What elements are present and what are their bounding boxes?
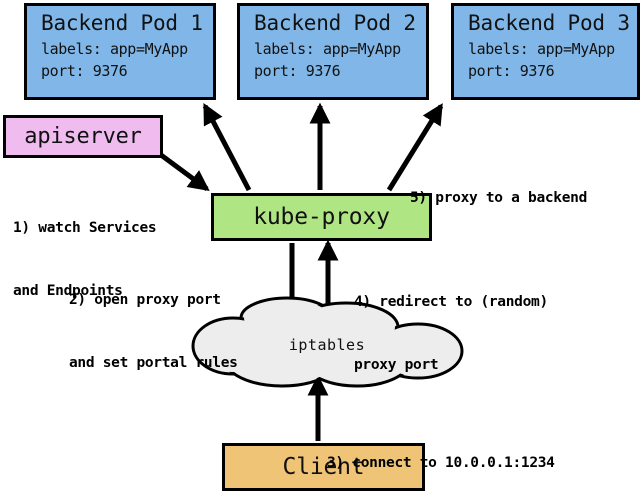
node-kube-proxy[interactable]: kube-proxy: [211, 193, 432, 241]
step-5-caption: 5) proxy to a backend: [410, 146, 587, 251]
iptables-label: iptables: [288, 336, 366, 354]
pod-3-title: Backend Pod 3: [468, 11, 630, 35]
pod-1-labels: labels: app=MyApp: [41, 40, 188, 58]
step-1-line-1: 1) watch Services: [13, 220, 157, 236]
iptables-cloud: iptables: [186, 296, 468, 390]
step-2-caption: 2) open proxy port and set portal rules: [69, 248, 238, 416]
pod-3-labels: labels: app=MyApp: [468, 40, 615, 58]
step-2-line-2: and set portal rules: [69, 355, 238, 371]
kube-proxy-label: kube-proxy: [253, 204, 390, 230]
node-backend-pod-2[interactable]: Backend Pod 2 labels: app=MyApp port: 93…: [237, 3, 429, 100]
pod-1-title: Backend Pod 1: [41, 11, 203, 35]
step-2-line-1: 2) open proxy port: [69, 292, 221, 308]
cloud-shape: [191, 296, 464, 388]
step-1-line-2: and Endpoints: [13, 283, 123, 299]
pod-2-title: Backend Pod 2: [254, 11, 416, 35]
pod-2-port: port: 9376: [254, 62, 341, 80]
arrow-kubeproxy-to-pod1: [202, 103, 252, 192]
node-backend-pod-1[interactable]: Backend Pod 1 labels: app=MyApp port: 93…: [24, 3, 216, 100]
step-4-line-2: proxy port: [354, 357, 439, 373]
node-client[interactable]: Client: [222, 443, 425, 491]
step-4-line-1: 4) redirect to (random): [354, 294, 548, 310]
node-apiserver[interactable]: apiserver: [3, 115, 163, 158]
step-4-caption: 4) redirect to (random) proxy port: [354, 250, 548, 418]
step-5-line-1: 5) proxy to a backend: [410, 190, 588, 206]
pod-2-labels: labels: app=MyApp: [254, 40, 401, 58]
node-backend-pod-3[interactable]: Backend Pod 3 labels: app=MyApp port: 93…: [451, 3, 640, 100]
step-3-line-1: 3) connect to 10.0.0.1:1234: [327, 455, 555, 471]
pod-1-port: port: 9376: [41, 62, 128, 80]
apiserver-label: apiserver: [24, 124, 142, 149]
step-3-caption: 3) connect to 10.0.0.1:1234: [327, 411, 555, 494]
step-1-caption: 1) watch Services and Endpoints: [13, 176, 157, 344]
client-label: Client: [282, 454, 365, 480]
pod-3-port: port: 9376: [468, 62, 555, 80]
arrow-apiserver-to-kubeproxy: [159, 152, 210, 192]
